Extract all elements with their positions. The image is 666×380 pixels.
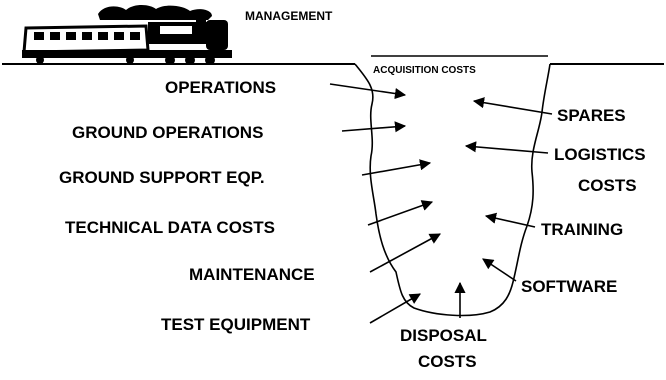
management-label: MANAGEMENT (245, 9, 333, 23)
arrow-technical-data (367, 200, 434, 226)
arrow-ground-support (361, 159, 432, 176)
logistics-costs-label: COSTS (578, 176, 637, 195)
arrow-training (484, 212, 536, 228)
spares-label: SPARES (557, 106, 626, 125)
arrow-test-equipment (369, 293, 421, 324)
arrow-logistics (464, 141, 549, 154)
software-label: SOFTWARE (521, 277, 617, 296)
ground-support-eqp-label: GROUND SUPPORT EQP. (59, 168, 265, 187)
arrow-ground-operations (341, 121, 407, 133)
disposal-costs-label: COSTS (418, 352, 477, 371)
technical-data-costs-label: TECHNICAL DATA COSTS (65, 218, 275, 237)
disposal-label: DISPOSAL (400, 326, 487, 345)
ground-operations-label: GROUND OPERATIONS (72, 123, 263, 142)
arrow-software (482, 258, 517, 282)
training-label: TRAINING (541, 220, 623, 239)
arrow-operations (329, 83, 407, 100)
acquisition-costs-label: ACQUISITION COSTS (373, 65, 476, 76)
arrow-spares (472, 97, 553, 115)
arrow-maintenance (369, 233, 441, 273)
maintenance-label: MAINTENANCE (189, 265, 315, 284)
operations-label: OPERATIONS (165, 78, 276, 97)
pit-outline (354, 63, 551, 317)
logistics-label: LOGISTICS (554, 145, 646, 164)
test-equipment-label: TEST EQUIPMENT (161, 315, 311, 334)
steam-train-icon (22, 5, 232, 65)
